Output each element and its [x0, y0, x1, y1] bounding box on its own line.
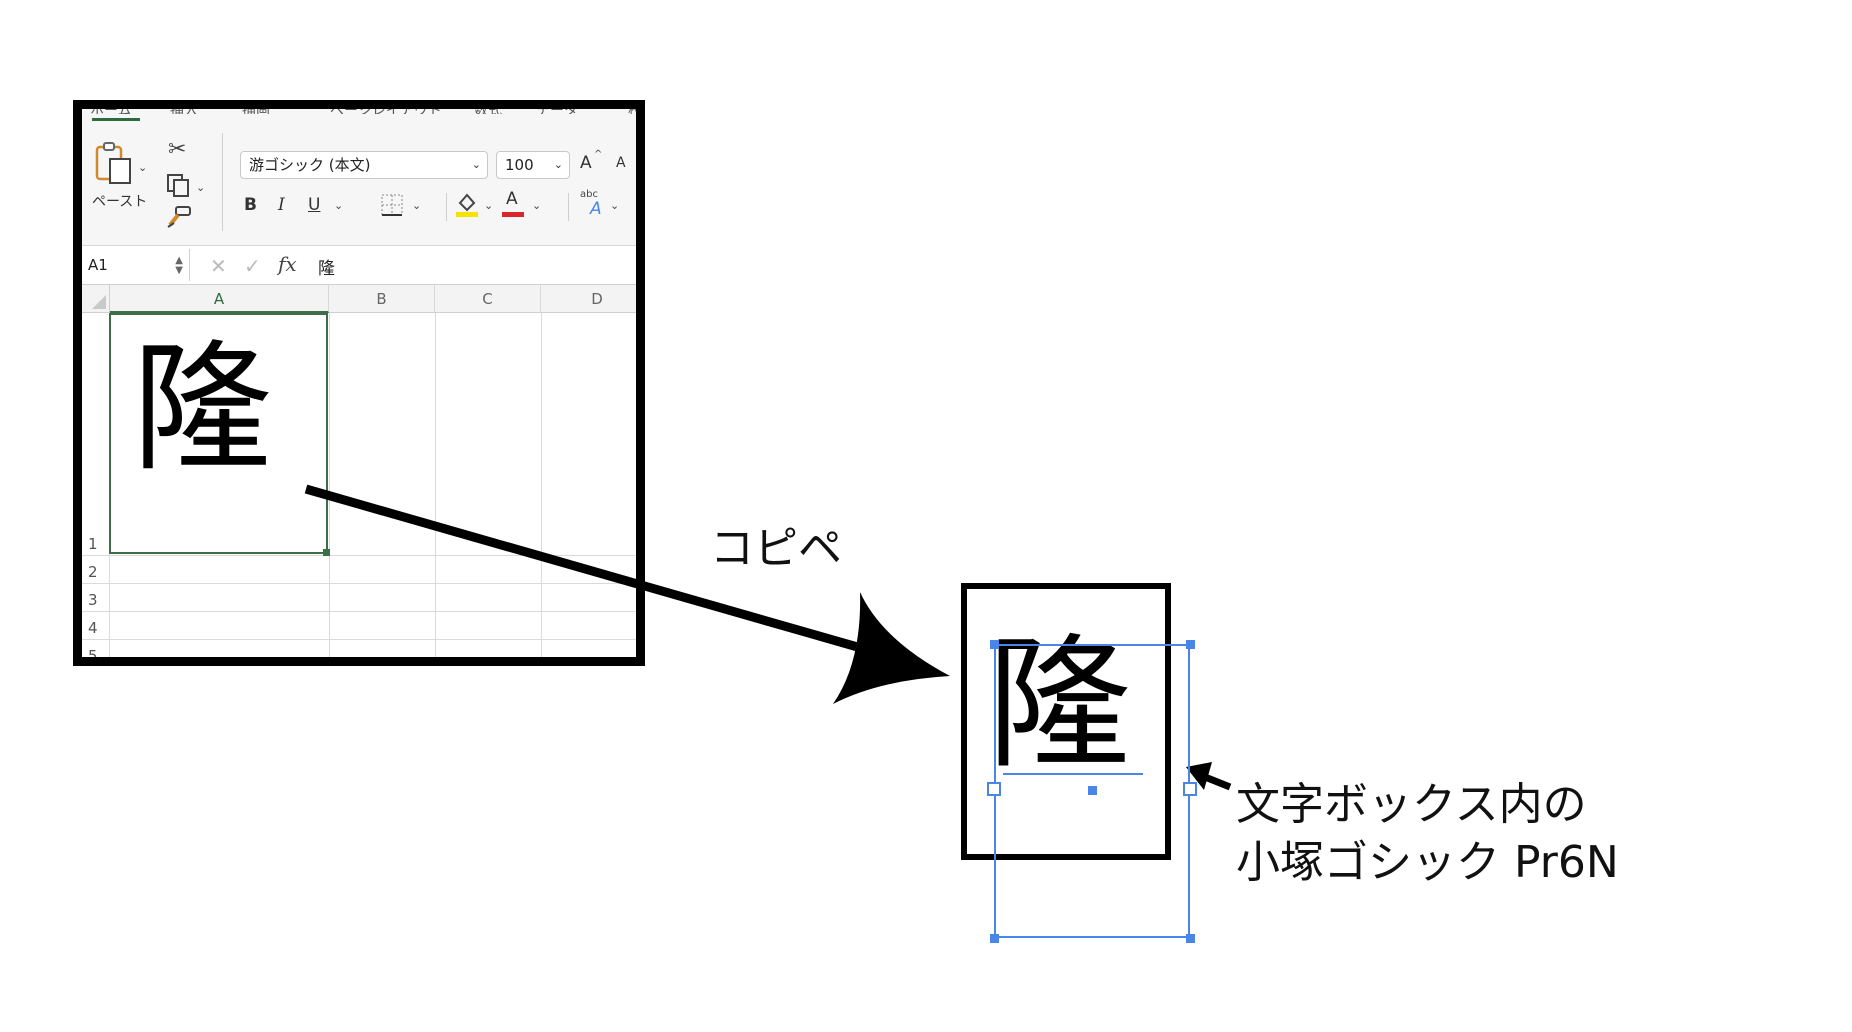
copy-icon — [167, 174, 189, 197]
font-size-select[interactable]: 100 ⌄ — [496, 151, 570, 179]
excel-screenshot: ホーム 挿入 描画 ページレイアウト 数式 データ 校 ⌄ ペースト ✂ ⌄ — [73, 100, 645, 666]
formula-bar: A1 ▲ ▼ ✕ ✓ fx 隆 — [82, 246, 636, 285]
pasted-glyph: 隆 — [987, 620, 1132, 788]
paste-chevron-down-icon[interactable]: ⌄ — [138, 161, 148, 174]
text-baseline — [1003, 773, 1143, 775]
gridline — [82, 639, 636, 640]
phonetic-abc-label[interactable]: abc — [580, 189, 598, 200]
gridline — [82, 555, 636, 556]
annotation-arrowhead — [1186, 762, 1212, 790]
annotation-line-1: 文字ボックス内の — [1236, 779, 1587, 830]
column-header-a[interactable]: A — [110, 285, 329, 313]
gridline — [329, 313, 330, 657]
column-header-d[interactable]: D — [541, 285, 636, 313]
phonetic-chevron-down-icon[interactable]: ⌄ — [610, 199, 620, 212]
borders-button[interactable] — [380, 193, 404, 221]
column-header-b[interactable]: B — [329, 285, 435, 313]
copy-paste-label: コピペ — [710, 523, 842, 574]
tab-review[interactable]: 校 — [628, 103, 642, 114]
tab-page-layout[interactable]: ページレイアウト — [330, 103, 442, 114]
tab-insert[interactable]: 挿入 — [170, 103, 198, 114]
bold-button[interactable]: B — [244, 195, 257, 215]
borders-icon — [381, 194, 403, 216]
copy-paste-arrow — [304, 484, 870, 655]
font-size-value: 100 — [505, 156, 534, 174]
scissors-icon[interactable]: ✂ — [168, 137, 187, 162]
tab-home[interactable]: ホーム — [90, 103, 132, 114]
worksheet-grid: A B C D 1 2 3 4 5 隆 — [82, 285, 636, 665]
underline-button[interactable]: U — [308, 195, 321, 215]
copy-paste-arrowhead — [833, 592, 950, 704]
tab-draw[interactable]: 描画 — [242, 103, 270, 114]
fill-handle[interactable] — [323, 549, 330, 556]
cancel-icon[interactable]: ✕ — [210, 254, 227, 278]
ribbon-divider — [222, 133, 223, 231]
selection-handle[interactable] — [990, 934, 999, 943]
annotation-line-2: 小塚ゴシック Pr6N — [1236, 837, 1619, 888]
pasted-result-box — [961, 583, 1171, 860]
underline-chevron-down-icon[interactable]: ⌄ — [334, 199, 344, 212]
chevron-down-icon: ⌄ — [553, 158, 563, 171]
fill-color-button[interactable] — [454, 189, 480, 223]
selection-handle[interactable] — [990, 640, 999, 649]
paste-button[interactable] — [94, 141, 134, 185]
active-tab-indicator — [92, 118, 140, 121]
function-icon[interactable]: fx — [278, 252, 297, 276]
enter-icon[interactable]: ✓ — [244, 254, 261, 278]
borders-chevron-down-icon[interactable]: ⌄ — [412, 199, 422, 212]
font-name-value: 游ゴシック (本文) — [249, 156, 371, 174]
fill-chevron-down-icon[interactable]: ⌄ — [484, 199, 494, 212]
font-color-letter: A — [506, 189, 518, 209]
format-painter-icon — [167, 206, 191, 228]
copy-chevron-down-icon[interactable]: ⌄ — [196, 181, 206, 194]
row-header-2[interactable]: 2 — [88, 563, 98, 581]
in-port-handle[interactable] — [987, 782, 1001, 796]
format-painter-button[interactable] — [166, 205, 192, 233]
cell-reference: A1 — [88, 256, 108, 274]
tab-formulas[interactable]: 数式 — [474, 103, 502, 114]
row-header-3[interactable]: 3 — [88, 591, 98, 609]
font-color-swatch — [502, 212, 524, 217]
font-name-select[interactable]: 游ゴシック (本文) ⌄ — [240, 151, 488, 179]
selection-handle[interactable] — [1186, 640, 1195, 649]
selection-handle[interactable] — [1186, 934, 1195, 943]
cell-a1-value: 隆 — [132, 328, 273, 491]
name-box[interactable]: A1 ▲ ▼ — [82, 249, 190, 281]
cell-a1[interactable] — [109, 313, 328, 554]
grow-font-button[interactable]: A — [580, 153, 592, 173]
row-header-5[interactable]: 5 — [88, 647, 98, 665]
paste-label: ペースト — [92, 194, 148, 210]
font-color-button[interactable]: A — [502, 189, 526, 219]
phonetic-a-icon: A — [590, 199, 602, 219]
formula-input[interactable]: 隆 — [318, 259, 335, 279]
center-point-handle[interactable] — [1088, 786, 1097, 795]
tab-data[interactable]: データ — [536, 103, 578, 114]
copy-button[interactable] — [166, 173, 190, 201]
gridline — [541, 313, 542, 657]
column-header-c[interactable]: C — [435, 285, 541, 313]
name-box-stepper-icon: ▼ — [175, 265, 183, 276]
chevron-down-icon: ⌄ — [471, 158, 481, 171]
select-all-corner[interactable] — [82, 285, 110, 313]
shrink-font-button[interactable]: A — [616, 155, 626, 171]
row-header-1[interactable]: 1 — [88, 535, 98, 553]
paint-bucket-icon — [456, 193, 478, 217]
clipboard-icon — [95, 142, 131, 184]
font-color-chevron-down-icon[interactable]: ⌄ — [532, 199, 542, 212]
out-port-handle[interactable] — [1183, 782, 1197, 796]
ribbon-divider-small — [446, 193, 447, 221]
ribbon-divider-small — [568, 193, 569, 221]
gridline — [82, 611, 636, 612]
grow-font-caret-icon: ^ — [594, 149, 603, 160]
row-header-4[interactable]: 4 — [88, 619, 98, 637]
name-box-stepper-icon: ▲ — [175, 255, 183, 266]
gridline — [82, 583, 636, 584]
excel-ribbon: ホーム 挿入 描画 ページレイアウト 数式 データ 校 ⌄ ペースト ✂ ⌄ — [82, 109, 636, 246]
gridline — [435, 313, 436, 657]
italic-button[interactable]: I — [278, 195, 285, 215]
